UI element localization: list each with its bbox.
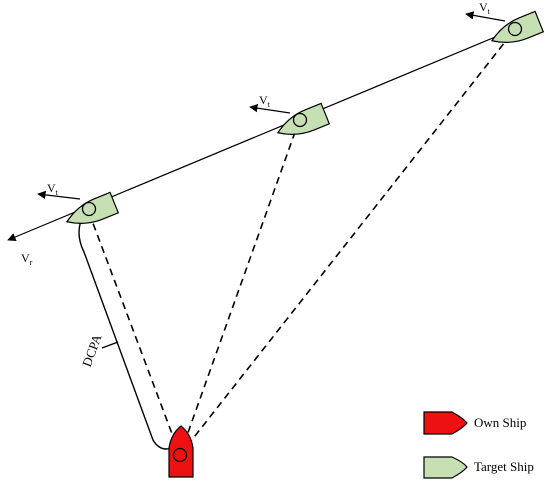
vt-arrow-1 [37, 190, 81, 200]
own-ship-center [172, 447, 188, 463]
target-ship-2-center [292, 112, 308, 128]
target-ship-icon [276, 102, 331, 135]
legend-target-ship-icon [423, 456, 468, 479]
dcpa-label: DCPA [79, 332, 105, 369]
own-ship-icon [168, 425, 194, 478]
target-ship-icon [65, 191, 120, 224]
vr-label: Vr [21, 251, 33, 267]
legend-target-ship-label: Target Ship [474, 459, 534, 474]
vt-label-1: Vt [47, 181, 59, 197]
target-ship-3-center [507, 21, 523, 37]
range-line-3 [179, 27, 517, 456]
vt-label-2: Vt [259, 93, 271, 109]
dcpa-tick [101, 341, 119, 349]
vt-arrow-2 [249, 103, 291, 114]
target-ship-1-center [81, 201, 97, 217]
legend: Own Ship Target Ship [423, 411, 534, 479]
range-line-1 [87, 209, 181, 456]
target-ship-2 [276, 102, 331, 135]
own-ship [168, 425, 194, 478]
range-line-2 [179, 120, 300, 456]
legend-own-ship-icon [423, 411, 468, 435]
legend-own-ship-label: Own Ship [474, 415, 526, 430]
vt-arrow-3 [465, 11, 506, 22]
dcpa-bracket [78, 213, 173, 450]
target-ship-3 [490, 10, 545, 43]
vt-label-3: Vt [479, 0, 491, 16]
target-ship-icon [490, 10, 545, 43]
target-ship-1 [65, 191, 120, 224]
